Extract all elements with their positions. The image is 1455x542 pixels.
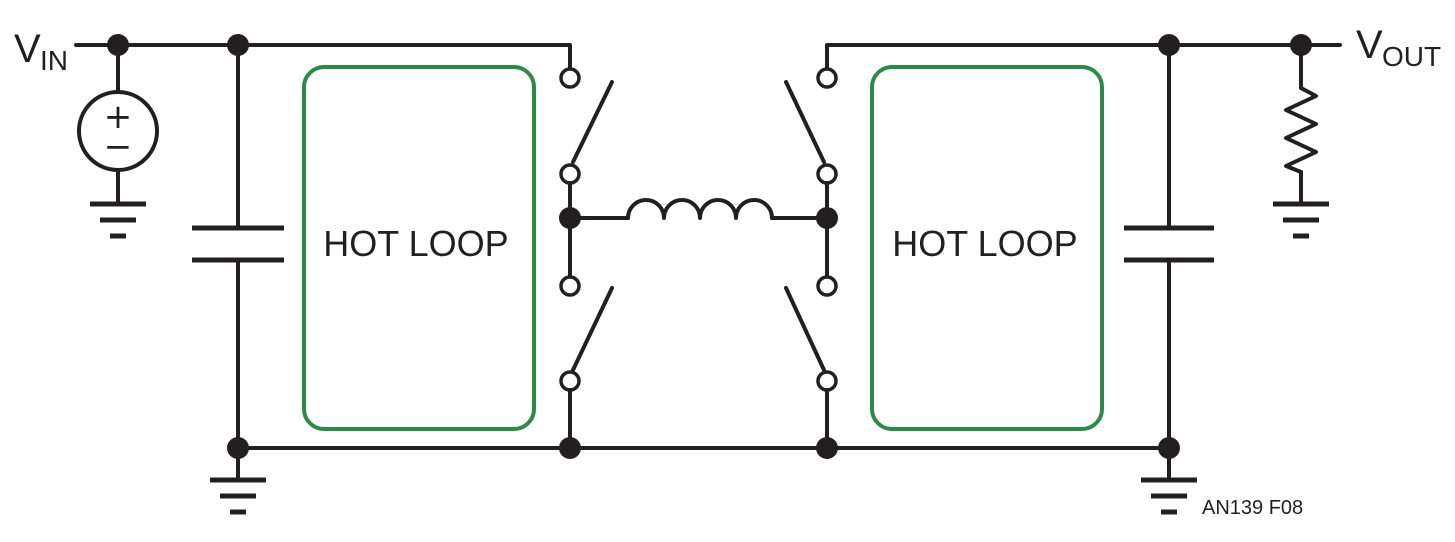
inductor (568, 198, 829, 220)
junction-dot (559, 207, 581, 229)
left-high-side-switch (559, 67, 614, 185)
hot-loop-left-label: HOT LOOP (323, 223, 508, 264)
load-resistor (1284, 43, 1318, 206)
load-ground-icon (1273, 201, 1329, 239)
figure-id: AN139 F08 (1202, 497, 1303, 519)
junction-dot (1158, 437, 1180, 459)
vout-label: V (1356, 23, 1383, 67)
voltage-source: + − (77, 43, 159, 206)
source-plus-sign: + (104, 97, 133, 137)
junction-dot (227, 437, 249, 459)
junction-dots (107, 34, 1312, 459)
input-capacitor (192, 43, 284, 450)
junction-dot (227, 34, 249, 56)
junction-dot (1290, 34, 1312, 56)
vin-label: V (14, 27, 41, 71)
hot-loop-left (302, 65, 536, 431)
junction-dot (107, 34, 129, 56)
input-terminal: V IN (14, 27, 68, 76)
hot-loop-right-label: HOT LOOP (892, 223, 1077, 264)
junction-dot (816, 207, 838, 229)
left-low-side-switch (559, 275, 614, 392)
junction-dot (1158, 34, 1180, 56)
vout-subscript: OUT (1382, 41, 1441, 72)
junction-dot (559, 437, 581, 459)
output-terminal: V OUT (1356, 23, 1441, 72)
output-capacitor (1124, 43, 1214, 450)
source-ground-icon (90, 201, 146, 239)
right-low-side-switch (784, 275, 838, 392)
source-minus-sign: − (104, 127, 133, 167)
junction-dot (816, 437, 838, 459)
vin-subscript: IN (40, 45, 68, 76)
right-high-side-switch (784, 67, 838, 185)
hot-loop-right (870, 65, 1104, 431)
